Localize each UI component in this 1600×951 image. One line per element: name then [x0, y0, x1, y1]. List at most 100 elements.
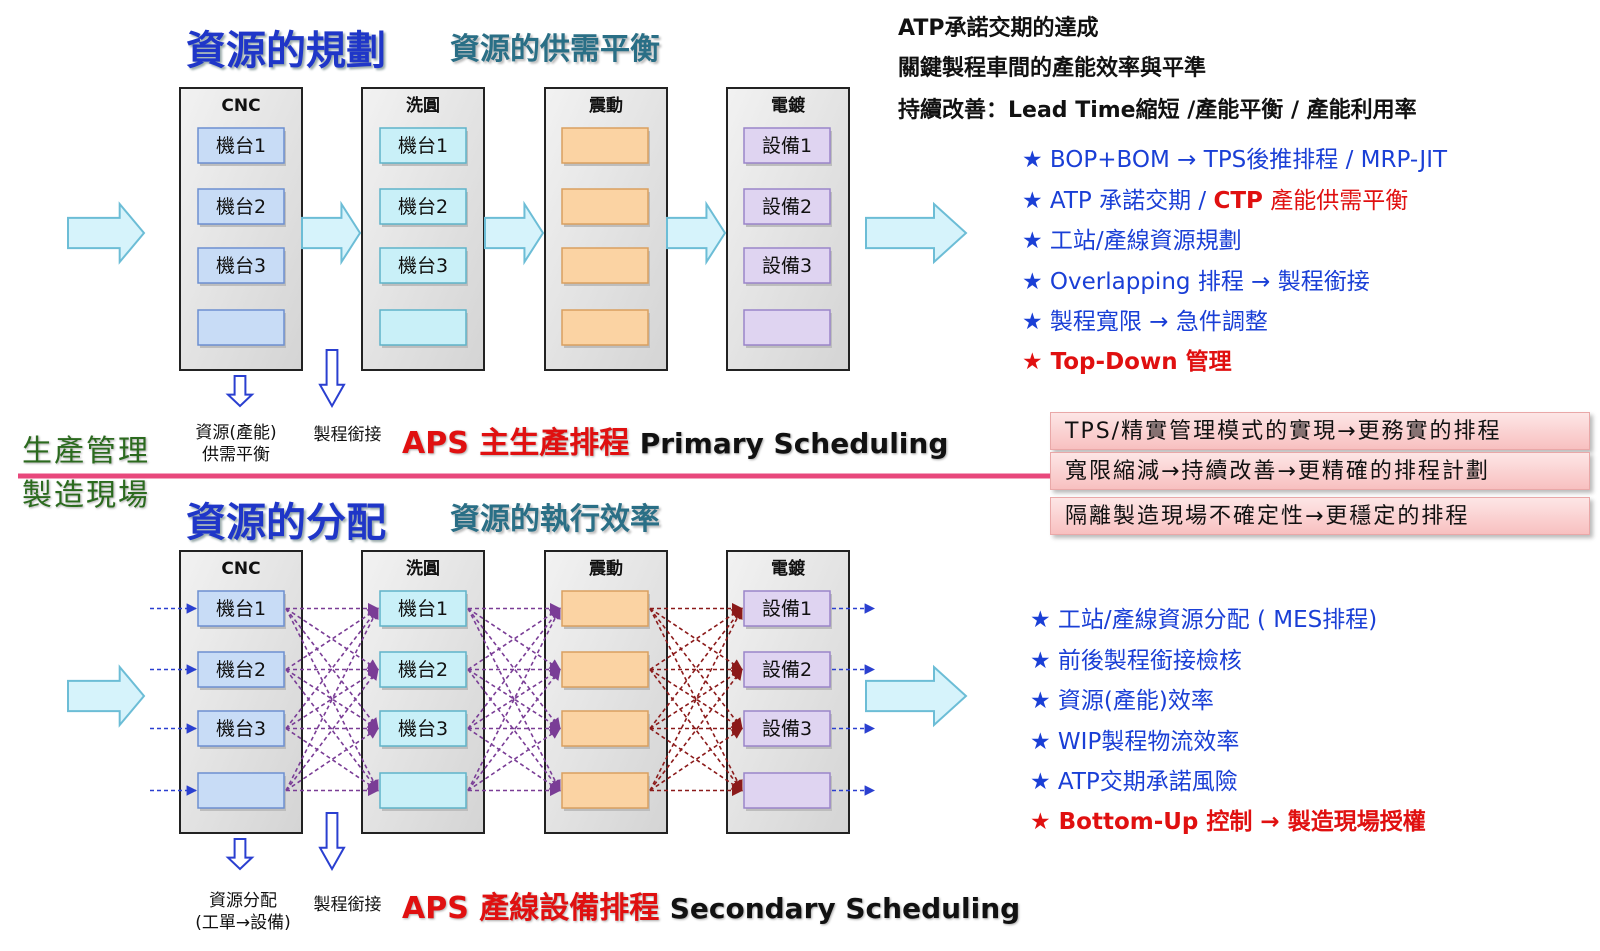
bottom-machine-label-1-3: 機台3 — [216, 718, 266, 740]
bottom-machine-box-1-1 — [197, 590, 285, 627]
bottom-machine-box-2-1 — [379, 590, 467, 627]
bottom-heading: 資源的分配 — [186, 500, 386, 546]
bottom-link-3-3-4 — [649, 727, 743, 792]
bottom-machine-box-2-4 — [379, 772, 467, 809]
bottom-machine-box-1-4 — [197, 772, 285, 809]
top-station-title-3: 震動 — [588, 95, 623, 116]
bottom-machine-shadow-4-3 — [746, 714, 832, 749]
bottom-link-3-4-1 — [649, 607, 743, 791]
bottom-machine-box-1-2 — [197, 651, 285, 688]
bottom-subheading: 資源的執行效率 — [450, 502, 660, 537]
top-heading: 資源的規劃 — [186, 28, 386, 74]
top-machine-label-2-3: 機台3 — [398, 255, 448, 277]
bottom-link-2-2-4 — [467, 669, 561, 792]
bottom-machine-box-4-3 — [743, 710, 831, 747]
bottom-link-2-4-1 — [467, 607, 561, 791]
top-machine-box-4-4 — [743, 309, 831, 346]
bottom-link-3-2-4 — [649, 669, 743, 792]
bottom-machine-shadow-2-3 — [382, 714, 468, 749]
bottom-link-3-2-3 — [649, 668, 743, 730]
bottom-link-3-3-2 — [649, 668, 743, 730]
top-machine-shadow-4-3 — [746, 251, 832, 286]
bottom-link-1-4-2 — [285, 668, 379, 791]
bottom-link-1-2-4 — [285, 669, 379, 792]
top-machine-box-2-3 — [379, 247, 467, 284]
top-machine-box-4-2 — [743, 188, 831, 225]
top-machine-shadow-1-3 — [200, 251, 286, 286]
top-machine-label-1-3: 機台3 — [216, 255, 266, 277]
bottom-link-3-4-3 — [649, 727, 743, 792]
bottom-link-2-2-3 — [467, 668, 561, 730]
bottom-machine-shadow-3-2 — [564, 655, 650, 690]
bottom-bullet-5: ★ ATP交期承諾風險 — [1030, 769, 1238, 795]
bottom-machine-shadow-1-1 — [200, 594, 286, 629]
top-machine-box-2-1 — [379, 127, 467, 164]
top-machine-shadow-3-4 — [564, 313, 650, 348]
top-machine-shadow-3-3 — [564, 251, 650, 286]
pink-box-tps: TPS/精實管理模式的實現→更務實的排程 — [1050, 412, 1590, 450]
top-flow-arrow-1 — [301, 200, 362, 266]
top-machine-box-3-2 — [561, 188, 649, 225]
top-machine-box-4-1 — [743, 127, 831, 164]
bottom-link-3-4-2 — [649, 668, 743, 791]
bottom-note-right: 製程銜接 — [313, 895, 382, 915]
top-subheading: 資源的供需平衡 — [450, 32, 660, 67]
top-aps-label: APS 主生產排程 Primary Scheduling — [402, 418, 948, 462]
top-machine-box-2-2 — [379, 188, 467, 225]
improvement-line: 持續改善：Lead Time縮短 /產能平衡 / 產能利用率 — [898, 98, 1417, 123]
bottom-station-title-3: 震動 — [588, 558, 623, 579]
bottom-link-2-1-3 — [467, 608, 561, 730]
bottom-machine-box-4-2 — [743, 651, 831, 688]
bottom-link-3-1-4 — [649, 608, 743, 792]
bottom-aps-label: APS 產線設備排程 Secondary Scheduling — [402, 883, 1020, 927]
bottom-machine-shadow-4-1 — [746, 594, 832, 629]
bottom-flow-arrow-out — [865, 664, 968, 728]
top-machine-label-2-2: 機台2 — [398, 196, 448, 218]
bottom-link-1-2-1 — [285, 607, 379, 671]
bottom-aps-english: Secondary Scheduling — [669, 892, 1021, 925]
bottom-link-1-1-4 — [285, 608, 379, 792]
top-machine-shadow-1-1 — [200, 131, 286, 166]
bottom-machine-shadow-4-4 — [746, 776, 832, 811]
bottom-aps-title: APS 產線設備排程 — [402, 891, 660, 926]
top-note-left-line2: 供需平衡 — [202, 445, 270, 465]
top-station-panel-3 — [544, 87, 668, 371]
bottom-machine-label-1-2: 機台2 — [216, 659, 266, 681]
bottom-machine-shadow-3-1 — [564, 594, 650, 629]
top-station-panel-1 — [179, 87, 303, 371]
top-machine-shadow-1-4 — [200, 313, 286, 348]
bottom-station-panel-3 — [544, 550, 668, 834]
top-machine-label-1-2: 機台2 — [216, 196, 266, 218]
bottom-machine-shadow-2-4 — [382, 776, 468, 811]
top-machine-label-4-1: 設備1 — [762, 135, 812, 157]
bottom-machine-label-2-3: 機台3 — [398, 718, 448, 740]
top-note-left: 資源(產能) 供需平衡 — [182, 422, 290, 466]
bottom-link-2-1-2 — [467, 607, 561, 671]
bottom-machine-shadow-1-4 — [200, 776, 286, 811]
top-machine-box-3-3 — [561, 247, 649, 284]
bottom-link-2-3-1 — [467, 607, 561, 729]
top-machine-label-4-2: 設備2 — [762, 196, 812, 218]
bottom-link-3-1-2 — [649, 607, 743, 671]
bottom-machine-shadow-3-3 — [564, 714, 650, 749]
top-machine-shadow-2-1 — [382, 131, 468, 166]
side-label-lower: 製造現場 — [22, 478, 150, 513]
bottom-link-1-4-3 — [285, 727, 379, 792]
top-machine-box-1-1 — [197, 127, 285, 164]
top-machine-shadow-4-1 — [746, 131, 832, 166]
bottom-machine-shadow-1-3 — [200, 714, 286, 749]
bottom-machine-label-1-1: 機台1 — [216, 598, 266, 620]
bottom-station-title-1: CNC — [221, 559, 260, 579]
top-bullet-2-red: CTP — [1213, 188, 1263, 214]
top-bullet-5: ★ 製程寬限 → 急件調整 — [1022, 309, 1268, 335]
bottom-bullet-3: ★ 資源(產能)效率 — [1030, 688, 1214, 714]
bottom-machine-box-3-2 — [561, 651, 649, 688]
bottom-machine-shadow-1-2 — [200, 655, 286, 690]
bottom-machine-box-3-4 — [561, 772, 649, 809]
top-flow-arrow-out — [865, 201, 968, 265]
bottom-link-2-1-4 — [467, 608, 561, 792]
top-machine-shadow-2-3 — [382, 251, 468, 286]
top-down-arrow-left — [225, 375, 255, 408]
bottom-bullet-1: ★ 工站/產線資源分配 ( MES排程) — [1030, 607, 1378, 633]
bottom-note-left-line2: (工單→設備) — [195, 913, 291, 933]
